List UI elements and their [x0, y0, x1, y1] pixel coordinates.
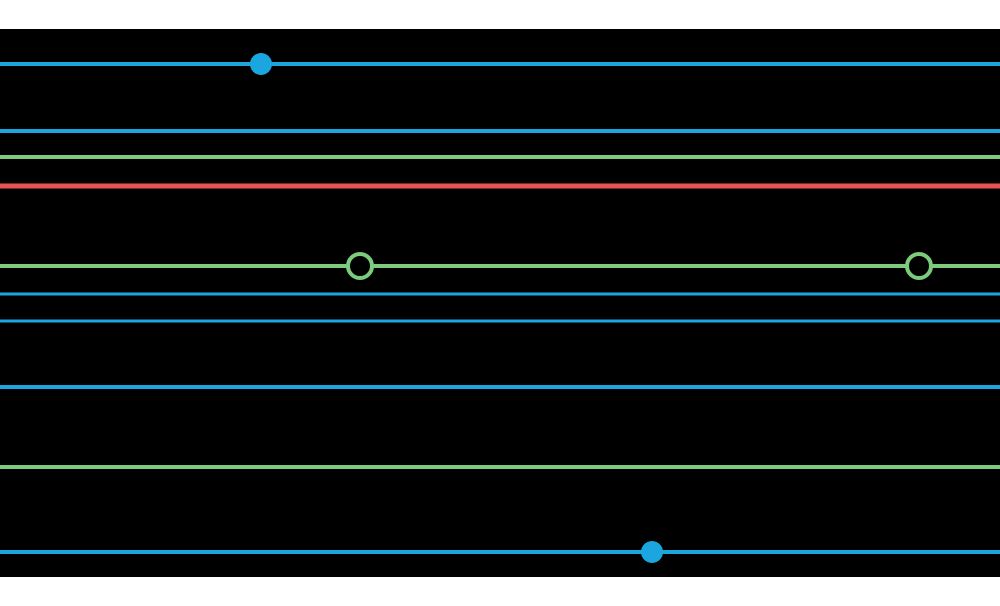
hollow-marker	[905, 252, 933, 280]
filled-marker	[641, 541, 663, 563]
filled-marker	[250, 53, 272, 75]
line-diagram	[0, 53, 1000, 563]
diagram-canvas	[0, 29, 1000, 577]
hollow-marker	[346, 252, 374, 280]
